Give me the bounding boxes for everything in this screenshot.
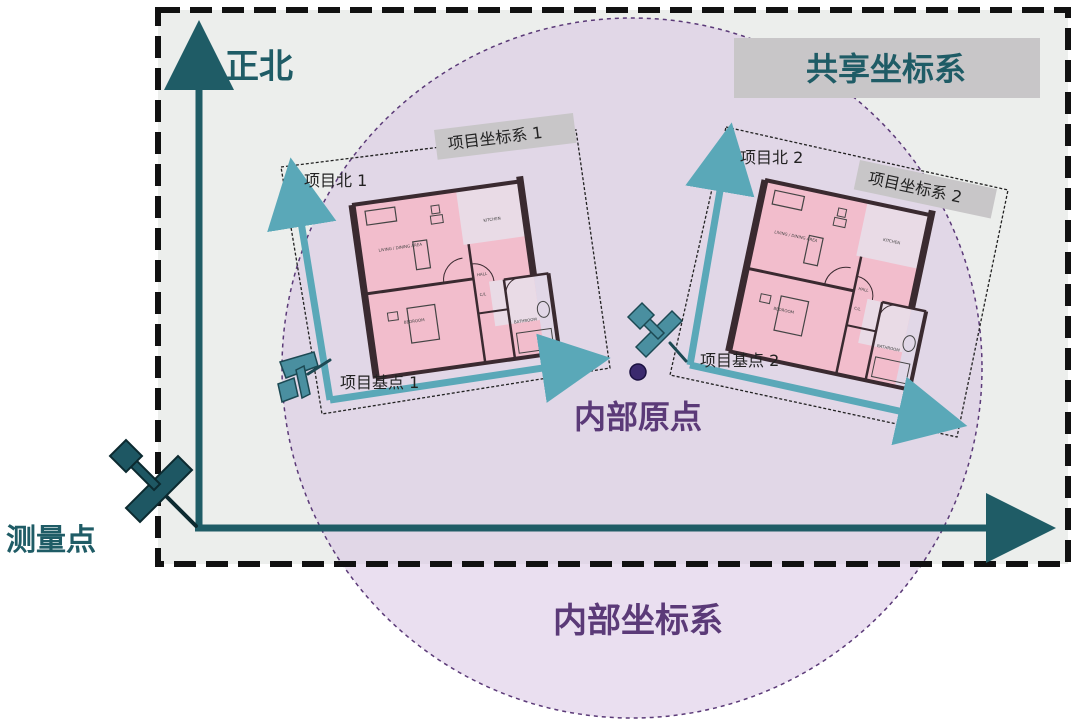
project-1-base-point-label: 项目基点 1 [340, 373, 419, 392]
project-2-coordinate-label-box [853, 160, 997, 219]
project-2-north-label: 项目北 2 [740, 148, 803, 167]
internal-coordinate-label: 内部坐标系 [553, 601, 723, 641]
project-1-group: 项目坐标系 1 项目北 1 项目基点 1 [267, 112, 611, 415]
project-2-base-point-label: 项目基点 2 [700, 351, 779, 370]
project-2-north-axis [685, 122, 755, 366]
project-2-east-axis [689, 361, 968, 446]
shared-coordinate-frame [155, 7, 1071, 567]
project-1-north-label: 项目北 1 [304, 171, 367, 190]
project-1-base-point-pushpin-icon [277, 351, 332, 404]
survey-point-label: 测量点 [6, 523, 96, 558]
project-2-group: 项目坐标系 2 项目北 2 项目基点 2 [626, 122, 1009, 446]
survey-point-pushpin-icon [108, 438, 198, 528]
internal-origin-label: 内部原点 [574, 398, 702, 436]
shared-coordinate-label-box [734, 38, 1040, 98]
project-1-east-axis [329, 333, 611, 404]
internal-origin-dot-icon [629, 363, 647, 381]
project-1-coordinate-label-box [434, 112, 577, 160]
shared-coordinate-label: 共享坐标系 [806, 50, 966, 88]
project-2-base-point-pushpin-icon [626, 301, 688, 363]
true-north-label: 正北 [225, 47, 293, 87]
